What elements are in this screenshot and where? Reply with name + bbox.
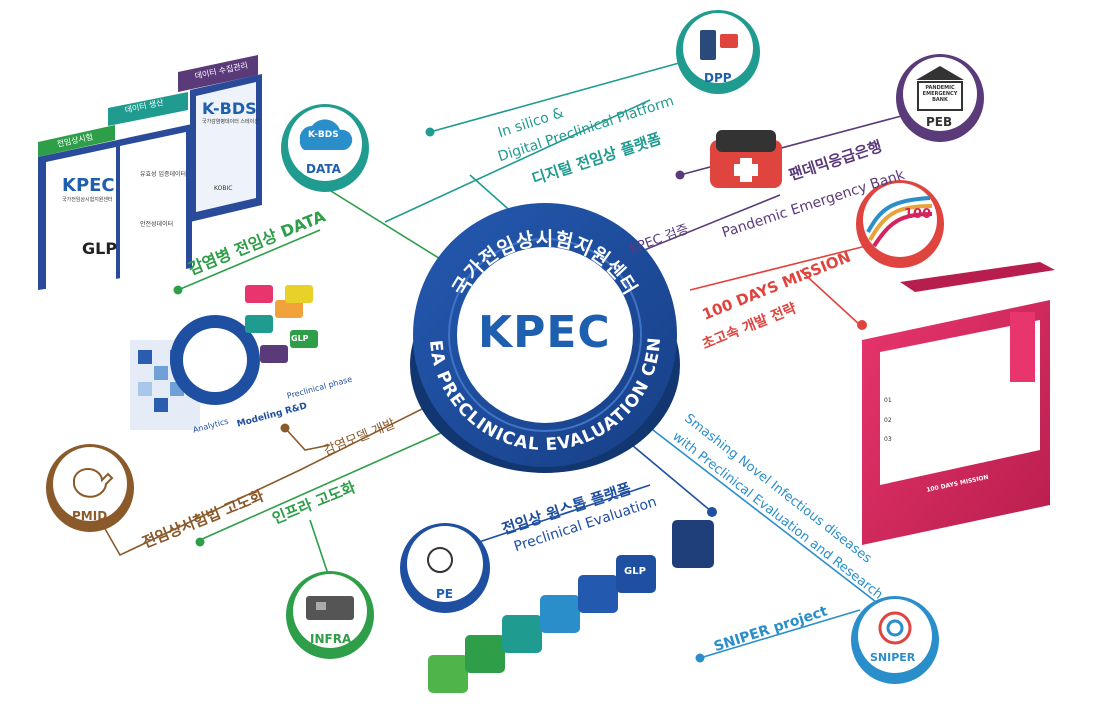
pandemic-panel (862, 262, 1055, 545)
infra-node-badge (286, 571, 374, 659)
dpp-icon-label: DPP (704, 71, 732, 85)
center-disc (410, 203, 680, 473)
dpp-node-badge (676, 10, 760, 94)
connector-lines (99, 59, 906, 659)
pmid-icon-label: PMID (72, 509, 108, 523)
mission-icon-label: 100 (904, 207, 932, 222)
data-icon-label: DATA (306, 162, 341, 176)
dashboard-glp: GLP (82, 239, 118, 258)
dashboard-kpec: KPEC (62, 175, 115, 196)
line-pmid (99, 399, 441, 557)
line-infra-down (309, 519, 331, 581)
data-node-badge (281, 104, 369, 192)
ring-korean-text: 국가전임상시험지원센터 (449, 228, 641, 299)
modeling-glp: GLP (291, 334, 309, 343)
svg-text:국가전임상시험지원센터: 국가전임상시험지원센터 (449, 228, 642, 299)
line-pe (619, 434, 713, 513)
panel-step2: 02 (884, 417, 892, 424)
dashboard-item1: 유효성 입증데이터 (140, 171, 187, 178)
dashboard-kpec-sub: 국가전임상시험지원센터 (62, 197, 113, 203)
pe-node-badge (400, 523, 490, 613)
line-data (317, 182, 451, 266)
mission-node-badge (856, 180, 944, 268)
line-data-left (177, 229, 321, 291)
line-pe-label (469, 484, 651, 546)
peb-node-badge (896, 54, 984, 142)
modeling-cluster (130, 285, 318, 430)
line-dpp-diag (384, 99, 651, 223)
peb-icon-label: PEB (926, 115, 953, 129)
dashboard-item2: 안전성데이터 (140, 221, 174, 228)
pe-glp-cube-label: GLP (624, 566, 646, 577)
line-sniper-project (699, 609, 861, 659)
line-dpp (429, 59, 691, 133)
medical-bag (710, 130, 782, 188)
panel-step3: 03 (884, 436, 892, 443)
dashboard-kbds-sub: 국가감염병데이터 스테이션 (202, 119, 259, 125)
line-mission (689, 244, 871, 291)
line-pmid-model (284, 427, 331, 451)
line-infra (199, 419, 471, 541)
sniper-icon-label: SNIPER (870, 651, 916, 664)
center-logo: KPEC (478, 307, 611, 358)
pe-icon-label: PE (436, 587, 453, 601)
pmid-node-badge (46, 444, 134, 532)
connector-dots (173, 127, 867, 663)
data-cloud-label: K-BDS (308, 130, 339, 140)
dashboard-kobic: KOBIC (214, 185, 233, 192)
line-mission-panel (799, 269, 861, 326)
dashboard-kbds: K-BDS (202, 99, 257, 118)
line-sniper (639, 419, 881, 606)
infra-icon-label: INFRA (310, 632, 352, 646)
pe-cube-row (428, 520, 714, 693)
peb-bank-sign: PANDEMIC EMERGENCY BANK (922, 85, 958, 103)
panel-step1: 01 (884, 397, 892, 404)
sniper-node-badge (851, 596, 939, 684)
dashboard-illustration (38, 55, 262, 292)
